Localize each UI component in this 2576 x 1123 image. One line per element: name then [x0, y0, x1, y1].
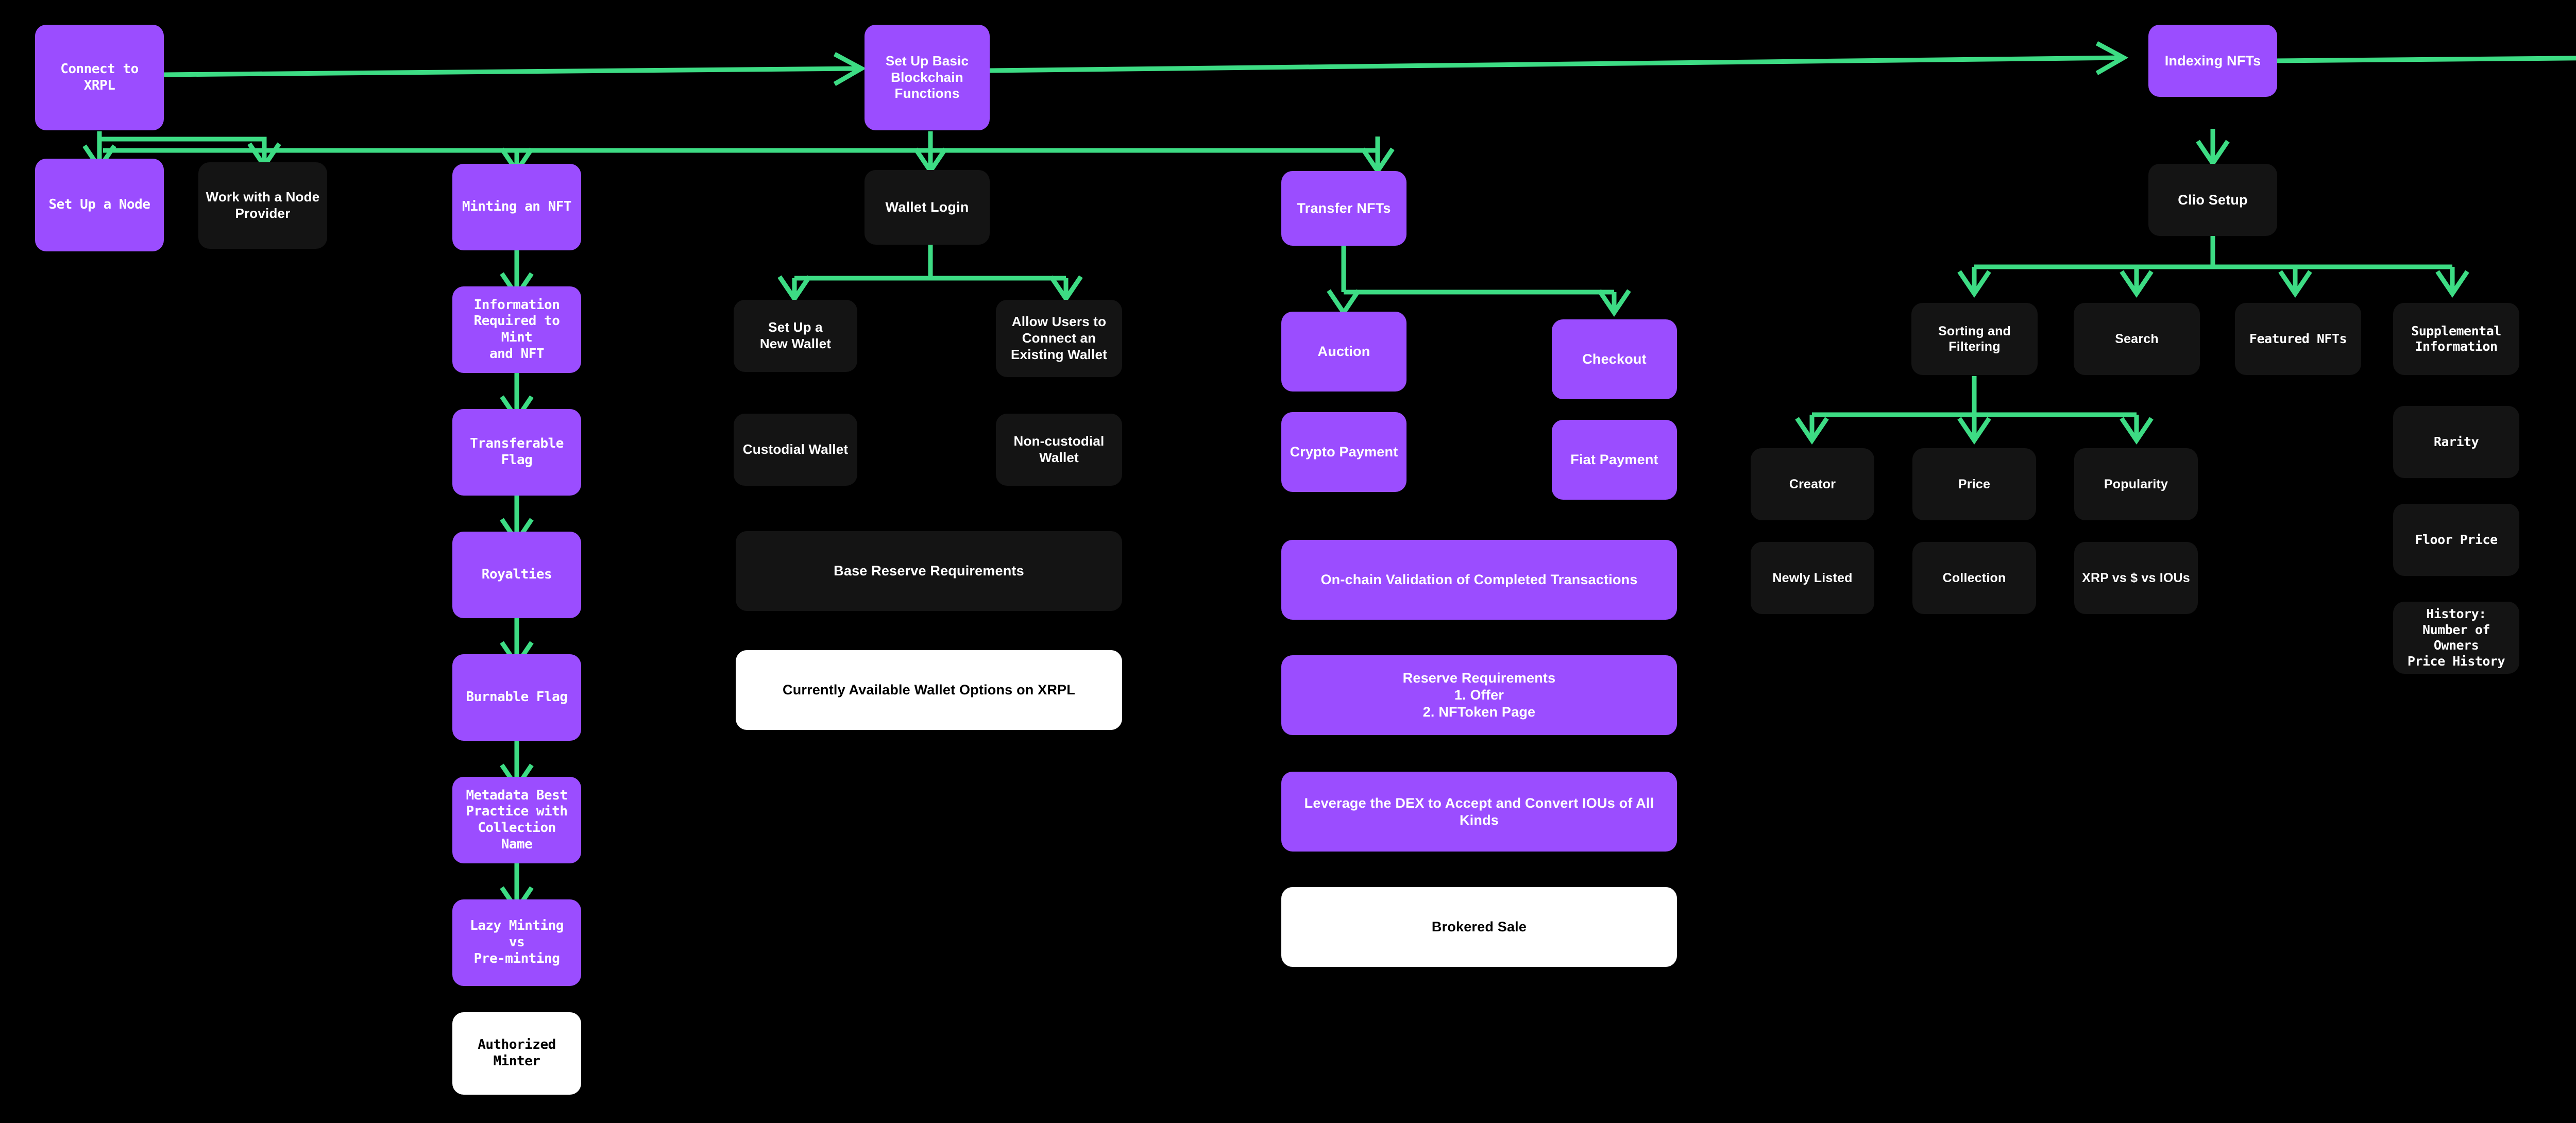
node-label: Indexing NFTs	[2164, 53, 2261, 69]
node-base-reserve-requirements[interactable]: Base Reserve Requirements	[736, 531, 1122, 611]
node-label: Checkout	[1582, 351, 1647, 367]
node-label: Collection	[1942, 570, 2006, 585]
edge-wallet-login-children	[777, 244, 1083, 303]
node-label: Price	[1958, 477, 1991, 491]
node-set-up-basic-blockchain-functions[interactable]: Set Up Basic Blockchain Functions	[865, 25, 990, 130]
node-creator[interactable]: Creator	[1751, 448, 1874, 520]
node-sorting-and-filtering[interactable]: Sorting and Filtering	[1911, 303, 2038, 375]
node-xrp-vs-dollar-vs-ious[interactable]: XRP vs $ vs IOUs	[2074, 542, 2198, 614]
node-label: Rarity	[2433, 434, 2479, 449]
node-auction[interactable]: Auction	[1281, 312, 1406, 392]
node-label: Set Up a Node	[48, 197, 151, 213]
node-label: Metadata Best Practice with Collection N…	[466, 787, 568, 852]
node-label: Creator	[1789, 477, 1836, 491]
node-label: Transfer NFTs	[1297, 200, 1391, 216]
node-indexing-nfts[interactable]: Indexing NFTs	[2148, 25, 2277, 97]
node-wallet-login[interactable]: Wallet Login	[865, 170, 990, 245]
node-label: On-chain Validation of Completed Transac…	[1320, 572, 1638, 588]
node-clio-setup[interactable]: Clio Setup	[2148, 164, 2277, 236]
node-floor-price[interactable]: Floor Price	[2393, 504, 2519, 576]
node-label: Auction	[1317, 344, 1370, 360]
node-leverage-the-dex[interactable]: Leverage the DEX to Accept and Convert I…	[1281, 772, 1677, 852]
edge-indexing-to-nft-caching	[2272, 56, 2576, 63]
node-label: Allow Users to Connect an Existing Walle…	[1011, 314, 1107, 362]
node-connect-to-xrpl[interactable]: Connect to XRPL	[35, 25, 164, 130]
node-minting-an-nft[interactable]: Minting an NFT	[452, 164, 581, 250]
node-history[interactable]: History: Number of Owners Price History	[2393, 602, 2519, 674]
node-checkout[interactable]: Checkout	[1552, 319, 1677, 399]
node-rarity[interactable]: Rarity	[2393, 406, 2519, 478]
node-label: Burnable Flag	[466, 689, 568, 705]
node-featured-nfts[interactable]: Featured NFTs	[2235, 303, 2361, 375]
node-label: Sorting and Filtering	[1938, 324, 2011, 354]
node-label: Minting an NFT	[462, 199, 572, 215]
node-label: Supplemental Information	[2411, 323, 2501, 354]
node-label: Fiat Payment	[1570, 452, 1658, 468]
node-label: Authorized Minter	[478, 1037, 556, 1069]
node-fiat-payment[interactable]: Fiat Payment	[1552, 420, 1677, 500]
node-newly-listed[interactable]: Newly Listed	[1751, 542, 1874, 614]
node-information-required-to-mint[interactable]: Information Required to Mint and NFT	[452, 286, 581, 373]
edge-clio-children	[1957, 228, 2469, 298]
node-label: Leverage the DEX to Accept and Convert I…	[1304, 795, 1654, 828]
node-brokered-sale[interactable]: Brokered Sale	[1281, 887, 1677, 967]
node-label: Clio Setup	[2178, 192, 2248, 208]
node-supplemental-information[interactable]: Supplemental Information	[2393, 303, 2519, 375]
node-reserve-requirements[interactable]: Reserve Requirements 1. Offer 2. NFToken…	[1281, 655, 1677, 735]
node-label: Base Reserve Requirements	[834, 563, 1024, 579]
node-non-custodial-wallet[interactable]: Non-custodial Wallet	[996, 414, 1122, 486]
node-transferable-flag[interactable]: Transferable Flag	[452, 409, 581, 496]
node-work-with-a-node-provider[interactable]: Work with a Node Provider	[198, 162, 327, 249]
node-label: Non-custodial Wallet	[1013, 433, 1105, 465]
node-label: Royalties	[481, 567, 552, 583]
node-crypto-payment[interactable]: Crypto Payment	[1281, 412, 1406, 492]
edge-indexing-to-clio	[2196, 129, 2230, 168]
node-label: Transferable Flag	[470, 436, 564, 468]
node-metadata-best-practice[interactable]: Metadata Best Practice with Collection N…	[452, 777, 581, 863]
node-label: Set Up Basic Blockchain Functions	[885, 53, 969, 101]
node-label: Search	[2115, 331, 2159, 346]
node-label: Newly Listed	[1772, 570, 1853, 585]
node-onchain-validation-of-completed-transactions[interactable]: On-chain Validation of Completed Transac…	[1281, 540, 1677, 620]
node-search[interactable]: Search	[2074, 303, 2200, 375]
node-label: Brokered Sale	[1431, 919, 1527, 935]
node-label: Featured NFTs	[2249, 331, 2347, 346]
node-authorized-minter[interactable]: Authorized Minter	[452, 1012, 581, 1095]
node-price[interactable]: Price	[1912, 448, 2036, 520]
node-label: Set Up a New Wallet	[759, 319, 832, 351]
node-popularity[interactable]: Popularity	[2074, 448, 2198, 520]
edge-sorting-children	[1795, 376, 2154, 445]
node-label: Work with a Node Provider	[206, 189, 320, 221]
node-label: Reserve Requirements 1. Offer 2. NFToken…	[1402, 670, 1556, 720]
node-burnable-flag[interactable]: Burnable Flag	[452, 654, 581, 741]
edge-connect-xrpl-to-setup-basic	[163, 52, 867, 86]
node-allow-users-connect-existing-wallet[interactable]: Allow Users to Connect an Existing Walle…	[996, 300, 1122, 377]
node-set-up-a-new-wallet[interactable]: Set Up a New Wallet	[734, 300, 857, 372]
edge-transfer-nfts-children	[1327, 245, 1631, 317]
node-currently-available-wallet-options[interactable]: Currently Available Wallet Options on XR…	[736, 650, 1122, 730]
node-label: Wallet Login	[885, 199, 969, 215]
node-label: Floor Price	[2415, 532, 2498, 547]
edge-setup-basic-to-indexing	[988, 41, 2129, 75]
node-lazy-minting-vs-preminting[interactable]: Lazy Minting vs Pre-minting	[452, 899, 581, 986]
node-label: XRP vs $ vs IOUs	[2082, 570, 2190, 585]
node-collection[interactable]: Collection	[1912, 542, 2036, 614]
node-label: Lazy Minting vs Pre-minting	[470, 918, 564, 966]
node-transfer-nfts[interactable]: Transfer NFTs	[1281, 171, 1406, 246]
node-label: Currently Available Wallet Options on XR…	[783, 682, 1075, 698]
node-custodial-wallet[interactable]: Custodial Wallet	[734, 414, 857, 486]
node-label: History: Number of Owners Price History	[2407, 606, 2505, 669]
node-royalties[interactable]: Royalties	[452, 532, 581, 618]
node-label: Connect to XRPL	[60, 61, 139, 93]
node-label: Custodial Wallet	[742, 441, 849, 457]
node-label: Information Required to Mint and NFT	[473, 297, 560, 362]
node-label: Crypto Payment	[1290, 444, 1398, 460]
node-label: Popularity	[2104, 477, 2168, 491]
node-set-up-a-node[interactable]: Set Up a Node	[35, 159, 164, 251]
